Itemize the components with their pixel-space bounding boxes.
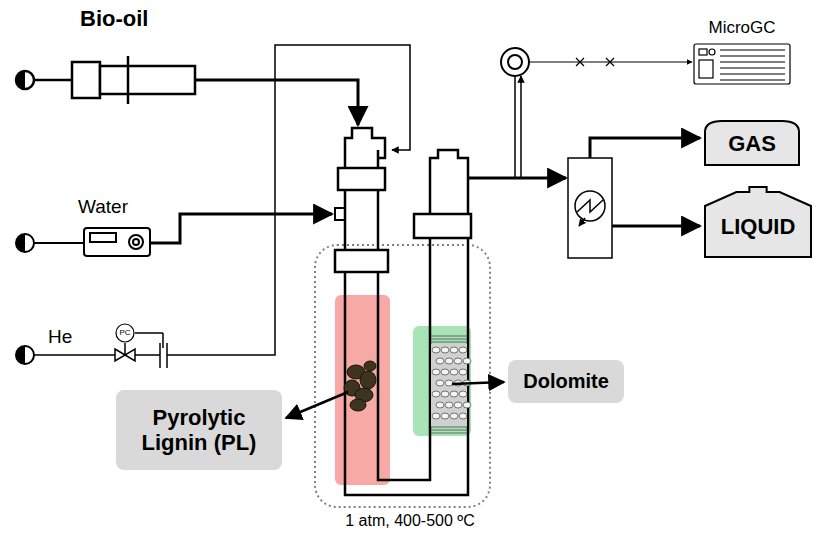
feed-label: He [48, 326, 72, 348]
node-text: LIQUID [704, 214, 812, 239]
display-line [720, 79, 785, 80]
liquid-line [612, 225, 700, 228]
gravel [463, 402, 471, 408]
water-pump [16, 228, 150, 256]
wool-plug [431, 341, 467, 342]
display-line [720, 55, 785, 56]
gravel [445, 402, 453, 408]
outlet-line [468, 177, 566, 180]
microgc-instrument [694, 44, 790, 84]
pressure-controller: PC [115, 323, 135, 343]
gravel [459, 413, 467, 419]
gravel [445, 358, 453, 364]
helium-line [34, 45, 410, 355]
tube-flange [335, 168, 471, 272]
water-line [150, 214, 332, 243]
gravel [459, 369, 467, 375]
instrument-box: MicroGC [694, 44, 790, 84]
gravel [450, 391, 458, 397]
display-line [720, 73, 785, 74]
node-text: Pyrolytic Lignin (PL) [129, 405, 269, 456]
instrument-label: MicroGC [708, 18, 775, 38]
feed-label: Water [78, 196, 128, 218]
furnace-outline [315, 245, 490, 507]
syringe-pump [16, 56, 195, 104]
display-line [720, 61, 785, 62]
callout-box: Pyrolytic Lignin (PL) [116, 390, 282, 470]
gravel [454, 358, 462, 364]
gas-line [590, 138, 700, 158]
gravel [441, 413, 449, 419]
controller-circle [116, 324, 134, 342]
callout-fill [508, 360, 624, 403]
node-text: PC [115, 328, 135, 337]
gravel [436, 358, 444, 364]
gravel [445, 380, 453, 386]
wool-plug [431, 432, 467, 433]
condenser [568, 158, 612, 258]
gravel [450, 347, 458, 353]
line-marks [576, 58, 614, 66]
feed-label: Bio-oil [80, 6, 148, 32]
helium-supply [16, 333, 167, 368]
dolomite-zone [413, 326, 471, 436]
node-text: GAS [704, 131, 800, 156]
lignin-sample [344, 361, 376, 411]
gravel [441, 347, 449, 353]
gravel [441, 369, 449, 375]
storage-tank: LIQUID [704, 186, 812, 258]
callout-fill [116, 390, 282, 470]
water-port [335, 208, 345, 220]
tank-outline [705, 121, 799, 165]
condition-label: 1 atm, 400-500 ºC [345, 512, 474, 530]
gravel [454, 402, 462, 408]
wool-plug [431, 429, 467, 430]
gravel [441, 391, 449, 397]
tank-outline [705, 187, 811, 257]
gravel [432, 413, 440, 419]
wool-plug [431, 426, 467, 427]
gravel [436, 380, 444, 386]
callout-box: Dolomite [508, 360, 624, 403]
gravel [432, 391, 440, 397]
dolomite-leader [452, 382, 504, 384]
gravel [450, 413, 458, 419]
lignin-leader [286, 392, 348, 418]
node-text: Dolomite [508, 370, 624, 393]
display-line [720, 67, 785, 68]
lignin-zone [335, 295, 390, 485]
gravel [432, 347, 440, 353]
display-line [720, 49, 785, 50]
wool-plug [431, 335, 467, 336]
gravel [436, 402, 444, 408]
bio-oil-line [195, 80, 358, 125]
storage-tank: GAS [704, 118, 800, 166]
wool-plug [431, 338, 467, 339]
sampling-valve [501, 48, 529, 178]
gravel [459, 391, 467, 397]
gravel [450, 369, 458, 375]
gravel [463, 358, 471, 364]
gravel [459, 347, 467, 353]
gravel [432, 369, 440, 375]
